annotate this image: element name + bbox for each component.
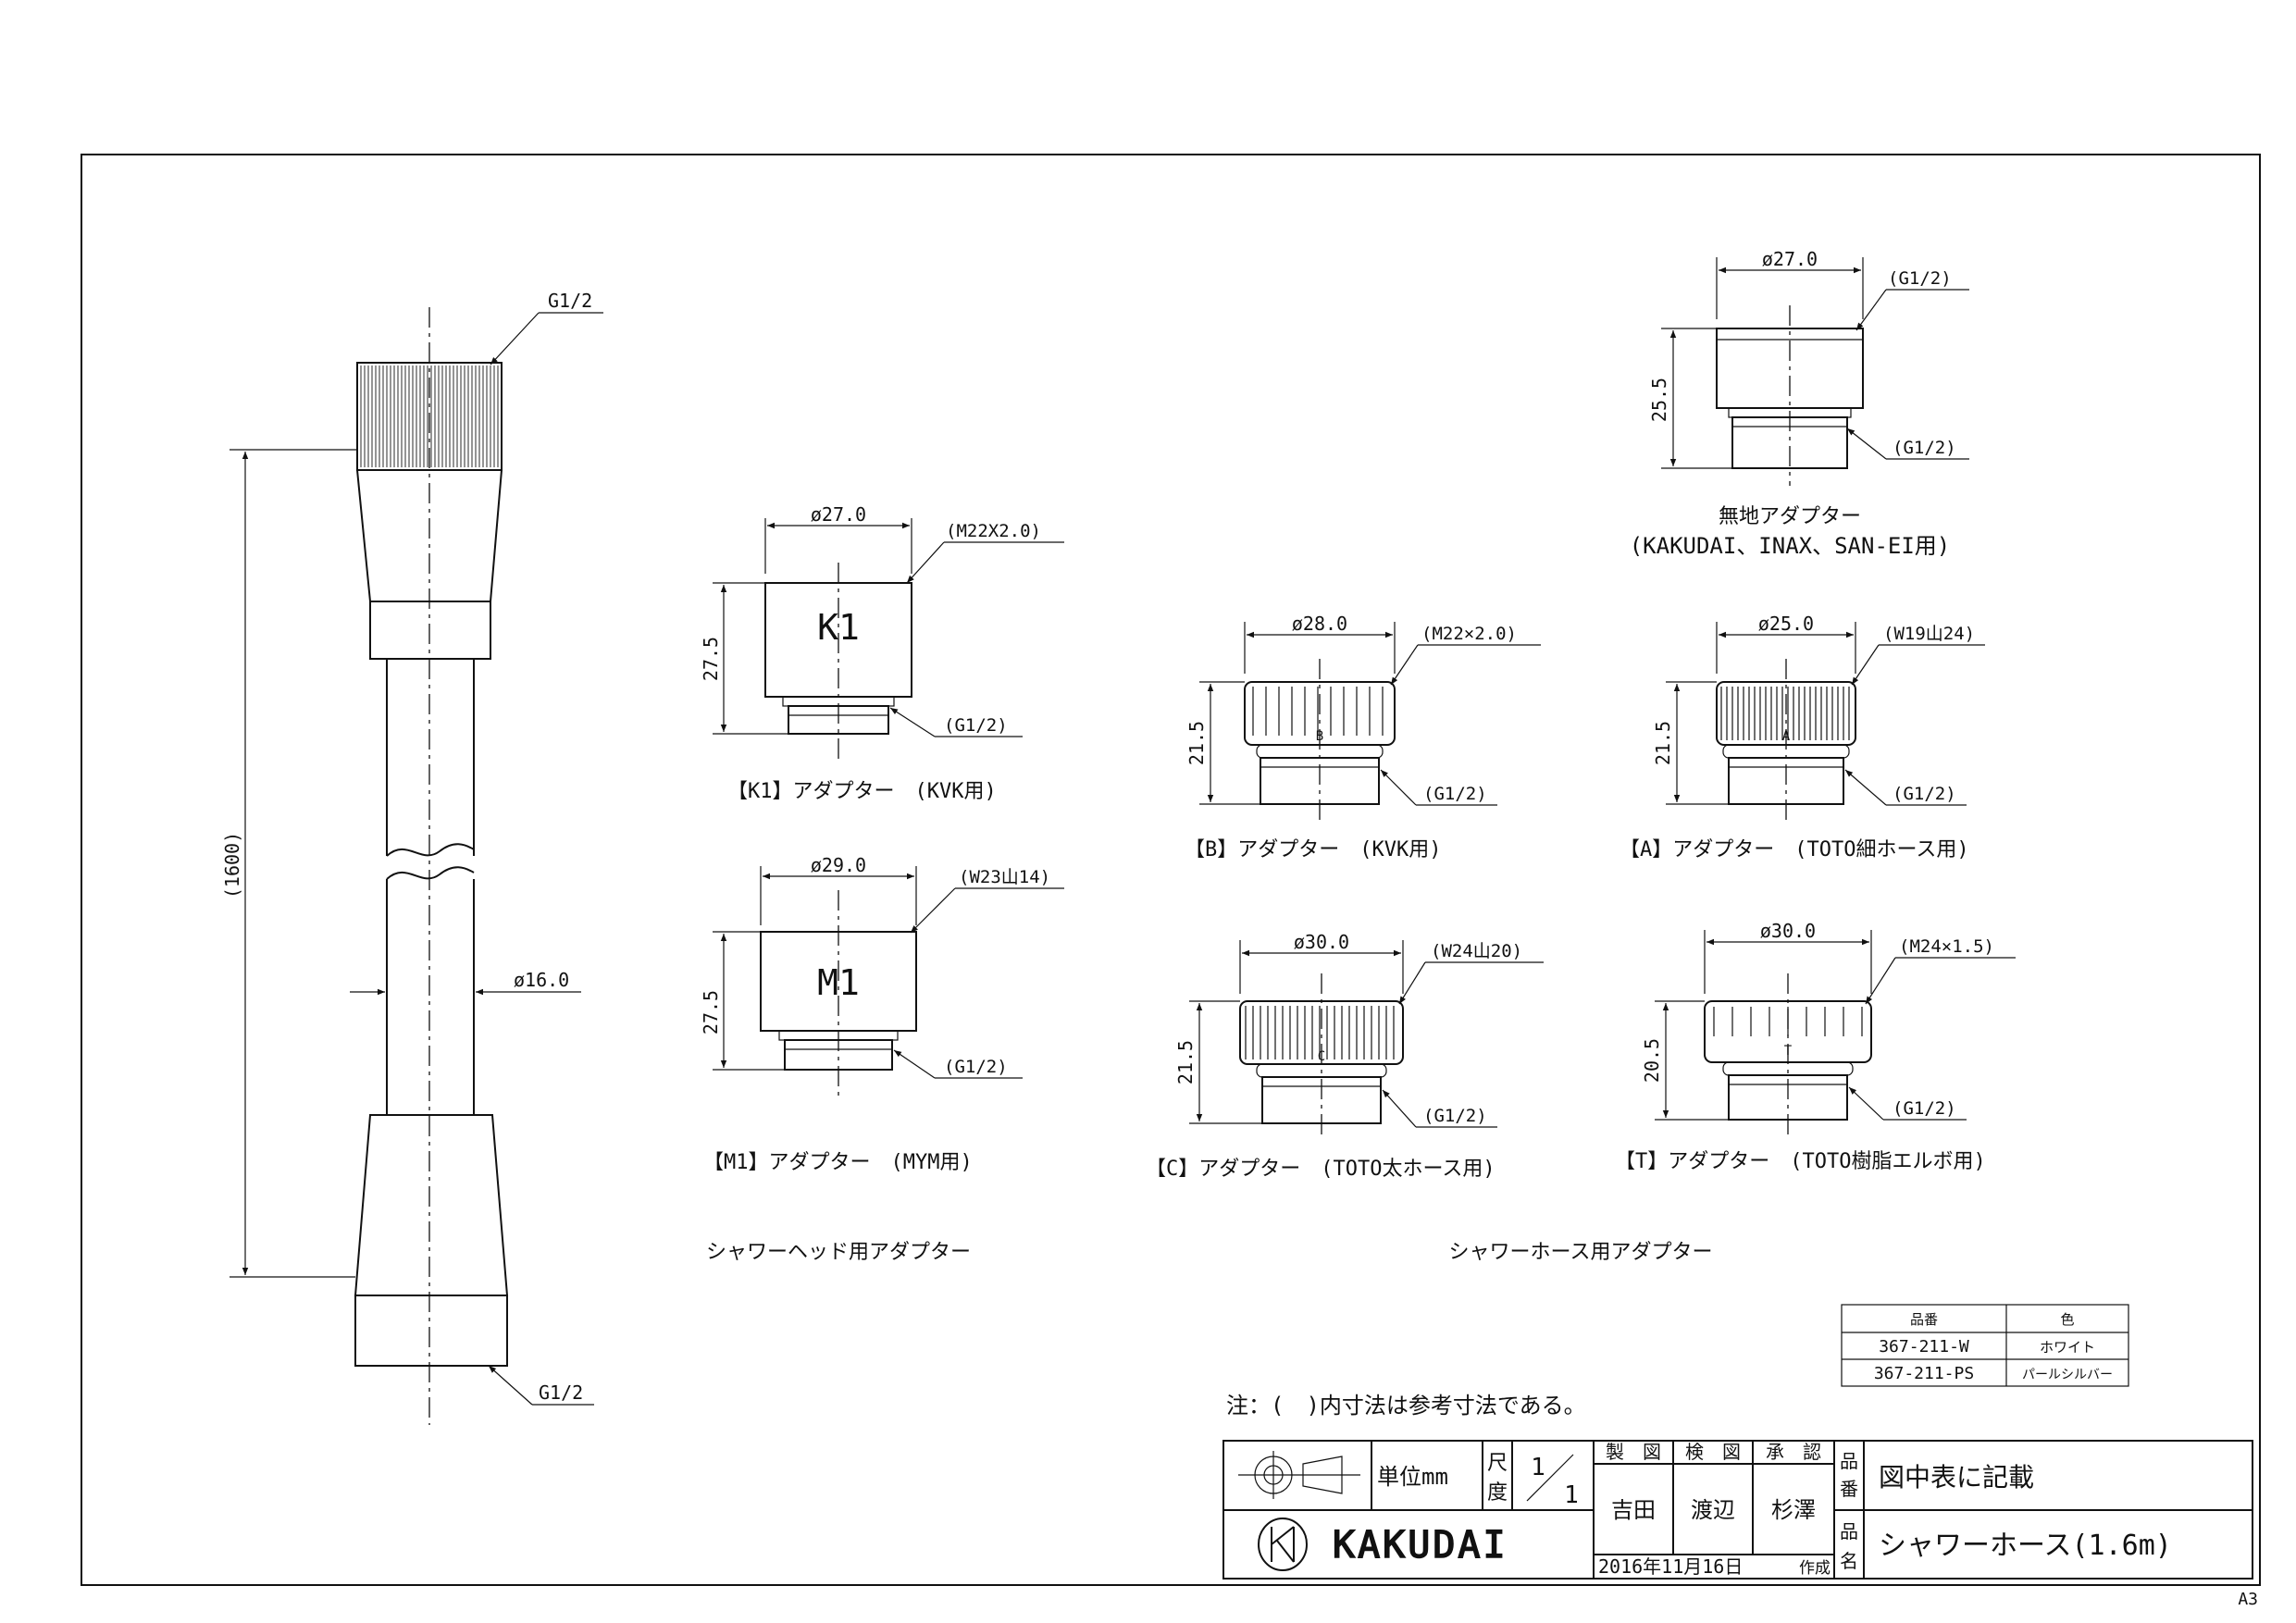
adapter-c-bottom-thread: (G1/2) <box>1423 1106 1487 1126</box>
adapter-c-height: 21.5 <box>1174 1040 1197 1084</box>
adapter-plain-bottom-thread: (G1/2) <box>1893 438 1956 458</box>
adapter-c-width: ø30.0 <box>1294 931 1349 953</box>
adapter-t-bottom-thread: (G1/2) <box>1893 1098 1956 1119</box>
drawing-date: 2016年11月16日 <box>1598 1555 1743 1578</box>
adapter-m1-bottom-thread: (G1/2) <box>944 1057 1008 1077</box>
adapter-a: A ø25.0 (W19山24) 21.5 (G1/2) 【A】アダプター (T… <box>1620 613 1985 861</box>
parts-row2-number: 367-211-PS <box>1874 1364 1974 1383</box>
adapter-k1-top-thread: (M22X2.0) <box>946 521 1041 541</box>
adapter-k1-width: ø27.0 <box>811 503 866 526</box>
adapter-k1-caption: 【K1】アダプター (KVK用) <box>727 780 997 803</box>
adapter-t-width: ø30.0 <box>1760 920 1816 942</box>
reference-note: 注：( )内寸法は参考寸法である。 <box>1226 1393 1586 1419</box>
hose-length-label: (1600) <box>221 832 243 898</box>
adapter-b-height: 21.5 <box>1185 721 1208 765</box>
parts-table: 品番 色 367-211-W ホワイト 367-211-PS パールシルバー <box>1841 1304 2129 1387</box>
adapter-m1-top-thread: (W23山14) <box>959 867 1050 887</box>
hose-bottom-thread: G1/2 <box>539 1381 583 1404</box>
adapter-plain-height: 25.5 <box>1648 378 1670 422</box>
scale-label-2: 度 <box>1487 1481 1508 1505</box>
brand-name: KAKUDAI <box>1333 1524 1508 1567</box>
parts-row1-color: ホワイト <box>2040 1339 2095 1356</box>
scale-label-1: 尺 <box>1487 1452 1508 1475</box>
kakudai-logo: KAKUDAI <box>1258 1518 1508 1571</box>
name-drafter: 吉田 <box>1611 1497 1656 1523</box>
adapter-k1-height: 27.5 <box>700 637 722 681</box>
adapter-a-caption: 【A】アダプター (TOTO細ホース用) <box>1620 838 1969 861</box>
adapter-t-height: 20.5 <box>1641 1038 1663 1083</box>
name-checker: 渡辺 <box>1691 1497 1735 1523</box>
adapter-a-width: ø25.0 <box>1758 613 1814 635</box>
adapter-plain-caption2: (KAKUDAI、INAX、SAN-EI用) <box>1630 533 1951 559</box>
adapter-plain: ø27.0 (G1/2) 25.5 (G1/2) 無地アダプター (KAKUDA… <box>1630 248 1969 559</box>
number-label-1: 品 <box>1840 1450 1858 1472</box>
parts-header-number: 品番 <box>1910 1311 1938 1328</box>
adapter-c: C ø30.0 (W24山20) 21.5 (G1/2) 【C】アダプター (T… <box>1146 931 1544 1181</box>
adapter-b-width: ø28.0 <box>1292 613 1347 635</box>
adapter-b-caption: 【B】アダプター (KVK用) <box>1185 838 1441 861</box>
adapter-plain-width: ø27.0 <box>1762 248 1818 270</box>
parts-row1-number: 367-211-W <box>1879 1337 1969 1357</box>
adapter-c-caption: 【C】アダプター (TOTO太ホース用) <box>1146 1158 1496 1181</box>
adapter-plain-top-thread: (G1/2) <box>1888 268 1952 289</box>
name-label-1: 品 <box>1840 1520 1858 1542</box>
adapter-b: B ø28.0 (M22×2.0) 21.5 (G1/2) 【B】アダプター (… <box>1185 613 1541 861</box>
head-adapters-label: シャワーヘッド用アダプター <box>706 1241 971 1264</box>
adapter-b-bottom-thread: (G1/2) <box>1423 784 1487 804</box>
hose-adapters-label: シャワーホース用アダプター <box>1449 1241 1713 1264</box>
adapter-a-height: 21.5 <box>1652 721 1674 765</box>
adapter-a-bottom-thread: (G1/2) <box>1893 784 1956 804</box>
parts-row2-color: パールシルバー <box>2022 1368 2113 1382</box>
role-drafter: 製 図 <box>1606 1441 1661 1463</box>
hose-drawing: (1600) ø16.0 G1/2 G1/2 <box>221 290 603 1425</box>
title-block: 単位mm 尺 度 1 1 製 図 検 図 承 認 吉田 渡辺 杉澤 2016年1… <box>1222 1440 2253 1580</box>
scale-denominator: 1 <box>1564 1481 1579 1509</box>
parts-header-color: 色 <box>2060 1311 2074 1328</box>
sheet-size-label: A3 <box>2238 1590 2258 1609</box>
adapter-m1-code: M1 <box>817 962 860 1003</box>
adapter-m1-width: ø29.0 <box>811 854 866 876</box>
scale-numerator: 1 <box>1531 1454 1545 1481</box>
adapter-plain-caption: 無地アダプター <box>1719 505 1861 528</box>
adapter-t: T ø30.0 (M24×1.5) 20.5 (G1/2) 【T】アダプター (… <box>1615 920 2016 1173</box>
projection-symbol <box>1238 1451 1360 1499</box>
adapter-b-code: B <box>1316 729 1323 744</box>
adapter-c-code: C <box>1318 1049 1325 1064</box>
adapter-m1-height: 27.5 <box>700 990 722 1035</box>
adapter-c-top-thread: (W24山20) <box>1431 941 1522 961</box>
product-name: シャワーホース(1.6m) <box>1879 1530 2172 1562</box>
hose-top-thread: G1/2 <box>548 290 592 312</box>
number-value: 図中表に記載 <box>1879 1462 2034 1493</box>
role-checker: 検 図 <box>1685 1441 1741 1463</box>
adapter-m1: M1 ø29.0 (W23山14) 27.5 (G1/2) 【M1】アダプター … <box>700 854 1064 1174</box>
adapter-t-caption: 【T】アダプター (TOTO樹脂エルボ用) <box>1615 1150 1986 1173</box>
top-nut-knurl <box>360 365 499 467</box>
adapter-k1-bottom-thread: (G1/2) <box>944 715 1008 736</box>
sheet-border <box>81 154 2261 1586</box>
adapter-b-top-thread: (M22×2.0) <box>1421 624 1517 644</box>
adapter-a-code: A <box>1782 729 1791 744</box>
adapter-k1: K1 ø27.0 (M22X2.0) 27.5 (G1/2) 【K1】アダプター… <box>700 503 1064 803</box>
role-approver: 承 認 <box>1766 1441 1821 1463</box>
name-approver: 杉澤 <box>1771 1497 1816 1523</box>
adapter-k1-code: K1 <box>817 607 860 648</box>
unit-label: 単位mm <box>1377 1464 1448 1490</box>
number-label-2: 番 <box>1840 1478 1858 1500</box>
name-label-2: 名 <box>1840 1550 1858 1572</box>
adapter-m1-caption: 【M1】アダプター (MYM用) <box>703 1151 973 1174</box>
created-label: 作成 <box>1799 1559 1831 1578</box>
adapter-t-top-thread: (M24×1.5) <box>1899 936 1994 957</box>
adapter-t-code: T <box>1784 1044 1793 1059</box>
hose-diameter-label: ø16.0 <box>514 969 569 991</box>
adapter-a-top-thread: (W19山24) <box>1883 624 1975 644</box>
